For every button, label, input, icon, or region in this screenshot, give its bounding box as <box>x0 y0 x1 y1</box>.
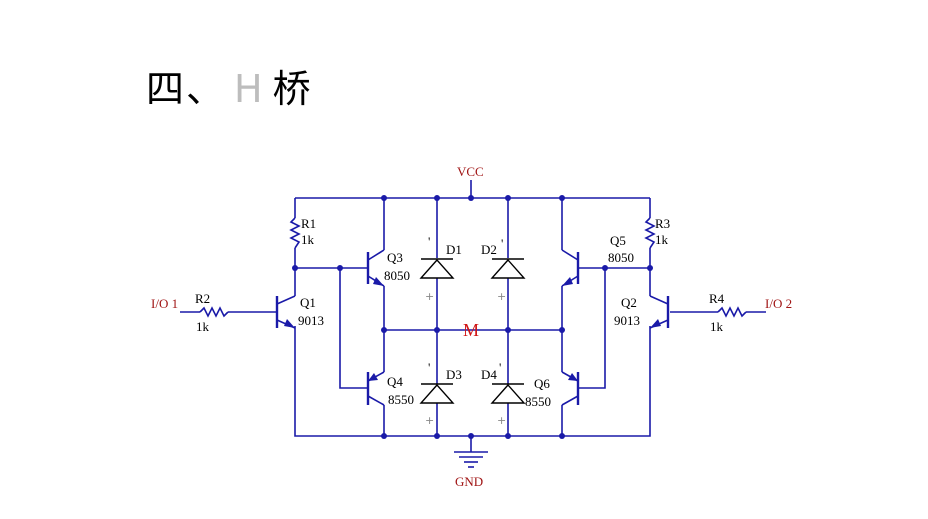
diode-d2 <box>490 258 526 279</box>
junction-nodes <box>292 195 653 439</box>
diode-d4 <box>490 383 526 404</box>
q3-value: 8050 <box>384 268 410 283</box>
resistor-r3 <box>644 217 656 249</box>
d3-plus: + <box>425 414 434 427</box>
transistor-q1 <box>275 295 296 329</box>
d1-plus: + <box>425 290 434 303</box>
title-prefix: 四、 <box>146 67 227 111</box>
resistor-r2 <box>199 306 229 318</box>
io2-label: I/O 2 <box>765 296 792 311</box>
q5-label: Q5 <box>610 233 626 248</box>
gnd-label: GND <box>455 474 483 489</box>
vcc-label: VCC <box>457 164 484 179</box>
resistor-r1 <box>289 217 301 249</box>
d2-label: D2 <box>481 242 497 257</box>
q4-value: 8550 <box>388 392 414 407</box>
d3-tick: ' <box>428 360 430 375</box>
q5-value: 8050 <box>608 250 634 265</box>
q6-label: Q6 <box>534 376 550 391</box>
r1-label: R1 <box>301 216 316 231</box>
transistor-q3 <box>366 249 385 287</box>
d2-tick: ' <box>501 236 503 251</box>
d4-plus: + <box>497 414 506 427</box>
r1-value: 1k <box>301 232 315 247</box>
wiring <box>180 180 766 452</box>
r4-value: 1k <box>710 319 724 334</box>
r2-label: R2 <box>195 291 210 306</box>
d1-tick: ' <box>428 234 430 249</box>
q3-label: Q3 <box>387 250 403 265</box>
d4-label: D4 <box>481 367 497 382</box>
d4-tick: ' <box>499 360 501 375</box>
q2-value: 9013 <box>614 313 640 328</box>
r4-label: R4 <box>709 291 725 306</box>
transistor-q5 <box>561 249 580 287</box>
io1-label: I/O 1 <box>151 296 178 311</box>
diode-d1 <box>419 258 455 279</box>
title-h: H <box>234 67 265 111</box>
d2-plus: + <box>497 290 506 303</box>
diode-d3 <box>419 383 455 404</box>
resistor-r4 <box>717 306 747 318</box>
d1-label: D1 <box>446 242 462 257</box>
transistor-q4 <box>366 371 385 406</box>
d3-label: D3 <box>446 367 462 382</box>
q2-label: Q2 <box>621 295 637 310</box>
q4-label: Q4 <box>387 374 403 389</box>
r3-value: 1k <box>655 232 669 247</box>
r2-value: 1k <box>196 319 210 334</box>
transistor-q2 <box>649 295 670 329</box>
transistor-q6 <box>561 371 580 406</box>
ground-symbol <box>454 451 488 468</box>
q1-value: 9013 <box>298 313 324 328</box>
m-label: M <box>463 320 479 340</box>
title-suffix: 桥 <box>272 67 313 111</box>
q6-value: 8550 <box>525 394 551 409</box>
r3-label: R3 <box>655 216 670 231</box>
q1-label: Q1 <box>300 295 316 310</box>
